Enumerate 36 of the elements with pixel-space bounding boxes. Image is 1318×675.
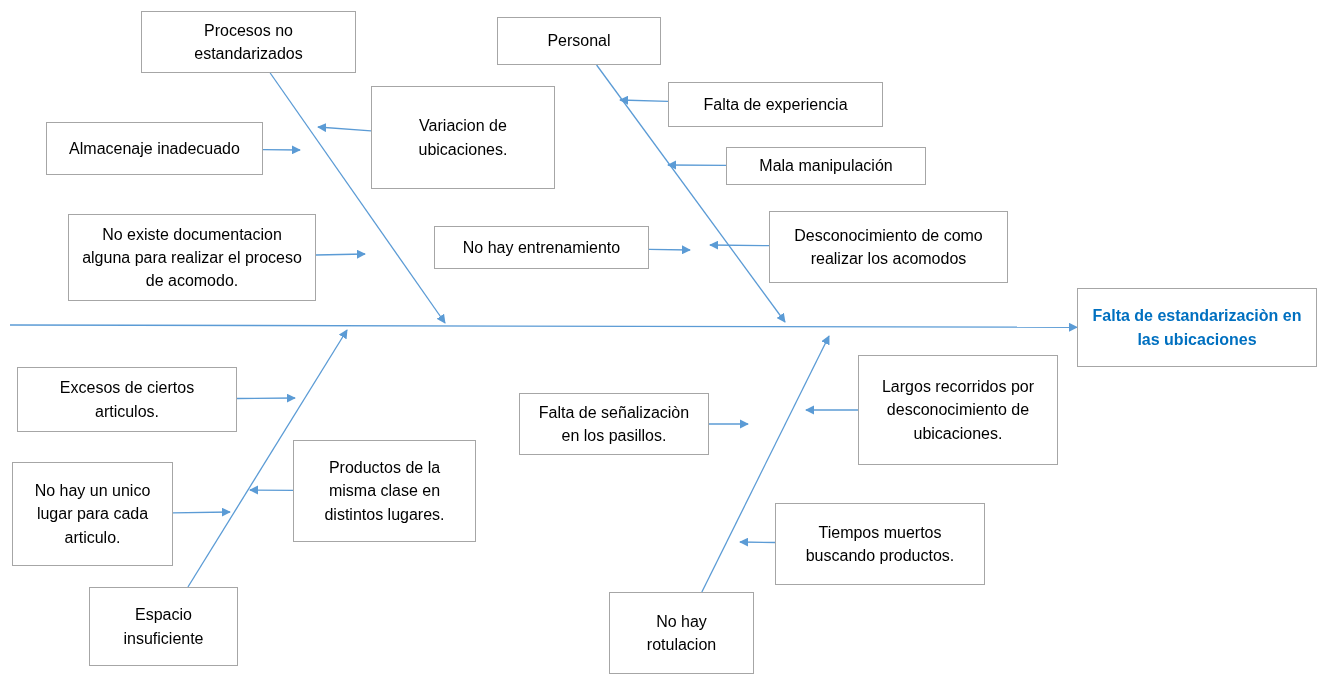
bone-arrow (269, 72, 446, 324)
arrow (249, 485, 294, 495)
cause-box: Desconocimiento de como realizar los acomodos (769, 211, 1008, 283)
arrow (648, 245, 691, 255)
cause-box: Excesos de ciertos articulos. (17, 367, 237, 432)
cause-box: Productos de la misma clase en distintos lugares. (293, 440, 476, 542)
cause-box: Mala manipulación (726, 147, 926, 185)
arrow (667, 160, 727, 170)
bone-arrow (187, 329, 348, 588)
cause-box: No hay entrenamiento (434, 226, 649, 269)
cause-box: Largos recorridos por desconocimiento de ubicaciones. (858, 355, 1058, 465)
cause-box: Variacion de ubicaciones. (371, 86, 555, 189)
category-box: Espacio insuficiente (89, 587, 238, 666)
arrow (172, 507, 231, 517)
cause-box: Tiempos muertos buscando productos. (775, 503, 985, 585)
spine-arrow (9, 322, 1078, 332)
category-box: No hay rotulacion (609, 592, 754, 674)
arrow (708, 419, 749, 429)
arrow (619, 95, 669, 105)
bone-arrow (701, 335, 830, 593)
cause-box: Falta de experiencia (668, 82, 883, 127)
category-box: Personal (497, 17, 661, 65)
arrow (317, 123, 372, 133)
bone-arrow (595, 64, 786, 323)
cause-box: No hay un unico lugar para cada articulo. (12, 462, 173, 566)
arrow (315, 249, 366, 259)
category-box: Procesos no estandarizados (141, 11, 356, 73)
cause-box: No existe documentacion alguna para realizar el proceso de acomodo. (68, 214, 316, 301)
cause-box: Almacenaje inadecuado (46, 122, 263, 175)
cause-box: Falta de señalizaciòn en los pasillos. (519, 393, 709, 455)
effect-box: Falta de estandarizaciòn en las ubicaciones (1077, 288, 1317, 367)
arrow (236, 393, 296, 403)
arrow (805, 405, 859, 415)
arrow (739, 537, 776, 547)
arrow (709, 240, 770, 250)
arrow (262, 145, 301, 155)
